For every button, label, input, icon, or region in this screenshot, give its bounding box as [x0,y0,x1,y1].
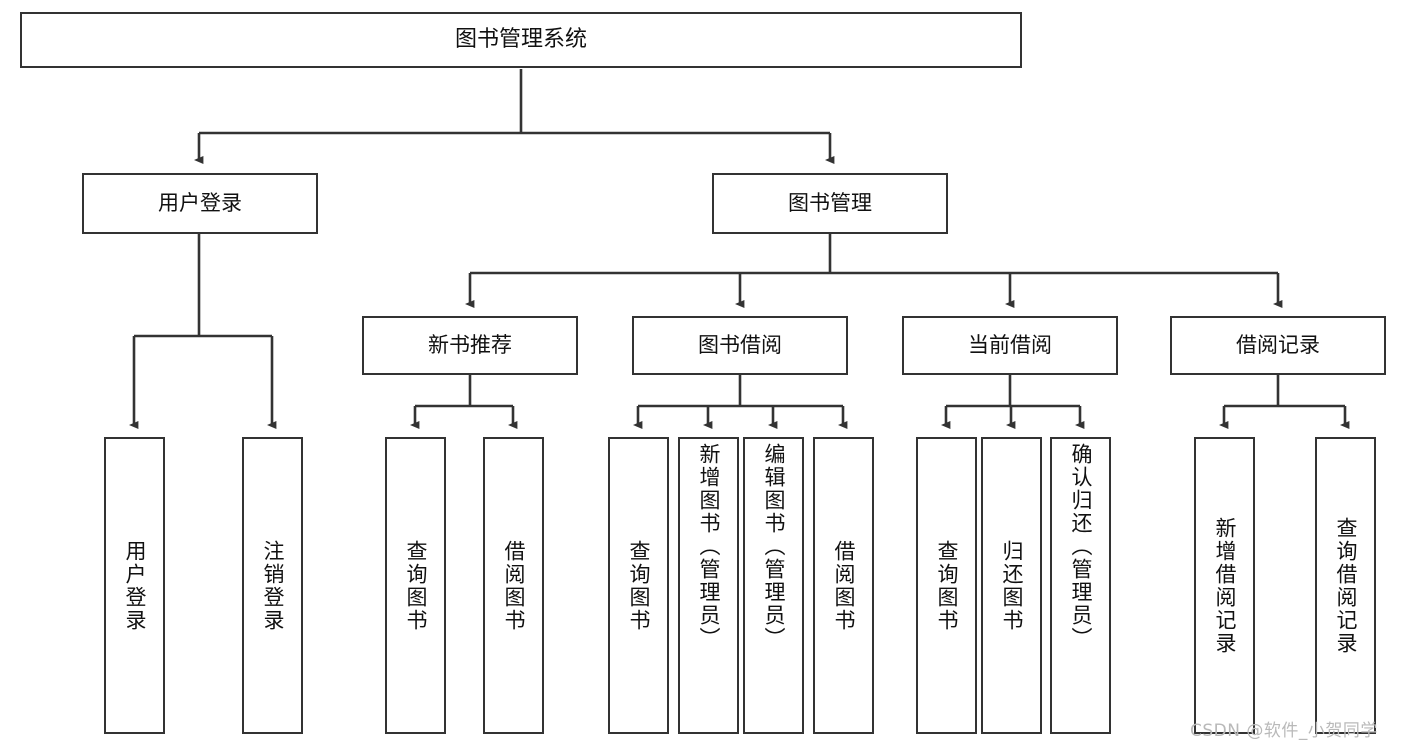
leaf-borrow-edit-book[interactable]: 编辑图书（管理员） [743,437,804,734]
node-borrow-record[interactable]: 借阅记录 [1170,316,1386,375]
leaf-user-login-logout[interactable]: 注销登录 [242,437,303,734]
node-current-borrow[interactable]: 当前借阅 [902,316,1118,375]
node-label: 借阅图书 [502,539,526,632]
node-label: 新书推荐 [428,332,512,357]
leaf-record-add-record[interactable]: 新增借阅记录 [1194,437,1255,734]
node-user-login[interactable]: 用户登录 [82,173,318,234]
leaf-new-book-query[interactable]: 查询图书 [385,437,446,734]
node-label: 确认归还（管理员） [1069,443,1093,650]
leaf-current-return-book[interactable]: 归还图书 [981,437,1042,734]
node-new-book-recommend[interactable]: 新书推荐 [362,316,578,375]
node-book-borrow[interactable]: 图书借阅 [632,316,848,375]
csdn-watermark: CSDN @软件_小贺同学 [1190,721,1378,741]
leaf-borrow-borrow-book[interactable]: 借阅图书 [813,437,874,734]
node-label: 查询借阅记录 [1334,516,1358,655]
leaf-borrow-add-book[interactable]: 新增图书（管理员） [678,437,739,734]
leaf-borrow-query-book[interactable]: 查询图书 [608,437,669,734]
leaf-record-query-record[interactable]: 查询借阅记录 [1315,437,1376,734]
node-label: 借阅图书 [832,539,856,632]
node-label: 注销登录 [261,539,285,632]
node-label: 借阅记录 [1236,332,1320,357]
node-label: 编辑图书（管理员） [762,443,786,650]
node-label: 查询图书 [935,539,959,632]
node-label: 图书借阅 [698,332,782,357]
node-label: 用户登录 [158,190,242,215]
node-label: 当前借阅 [968,332,1052,357]
leaf-user-login-login[interactable]: 用户登录 [104,437,165,734]
node-label: 归还图书 [1000,539,1024,632]
node-label: 图书管理系统 [454,26,587,52]
node-label: 新增图书（管理员） [697,443,721,650]
node-label: 图书管理 [788,190,872,215]
node-label: 新增借阅记录 [1213,516,1237,655]
node-label: 查询图书 [404,539,428,632]
leaf-new-book-borrow[interactable]: 借阅图书 [483,437,544,734]
node-label: 用户登录 [123,539,147,632]
node-root-system[interactable]: 图书管理系统 [20,12,1022,68]
leaf-current-confirm-return[interactable]: 确认归还（管理员） [1050,437,1111,734]
leaf-current-query-book[interactable]: 查询图书 [916,437,977,734]
node-label: 查询图书 [627,539,651,632]
node-book-management[interactable]: 图书管理 [712,173,948,234]
